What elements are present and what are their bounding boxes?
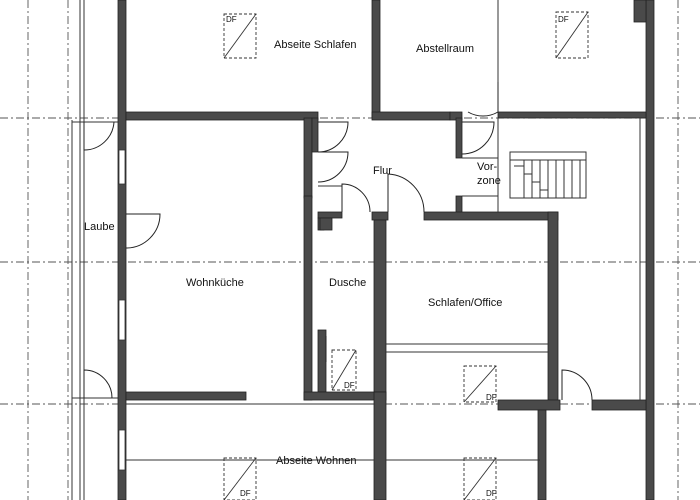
windows xyxy=(118,149,126,471)
room-abseite-schlafen: Abseite Schlafen xyxy=(274,39,357,51)
walls xyxy=(117,0,655,500)
room-dusche: Dusche xyxy=(329,277,366,289)
df-label-6: DF xyxy=(486,489,497,498)
laube-outline xyxy=(71,0,118,500)
skylight-2 xyxy=(555,11,589,59)
df-label-2: DF xyxy=(558,15,569,24)
room-abstellraum: Abstellraum xyxy=(416,43,474,55)
skylight-6 xyxy=(463,457,497,500)
skylight-4 xyxy=(463,365,497,403)
df-label-4: DF xyxy=(486,393,497,402)
room-flur: Flur xyxy=(373,165,392,177)
room-wohnkueche: Wohnküche xyxy=(186,277,244,289)
doors xyxy=(83,82,593,401)
skylight-3 xyxy=(331,349,357,391)
skylight-1 xyxy=(223,13,257,59)
df-label-3: DF xyxy=(344,381,355,390)
room-abseite-wohnen: Abseite Wohnen xyxy=(276,455,357,467)
room-laube: Laube xyxy=(84,221,115,233)
room-vorzone-line1: Vor- xyxy=(477,161,498,173)
staircase xyxy=(509,151,587,199)
df-label-5: DF xyxy=(240,489,251,498)
skylights xyxy=(223,11,589,500)
skylight-5 xyxy=(223,457,257,500)
df-label-1: DF xyxy=(226,15,237,24)
room-schlafen-office: Schlafen/Office xyxy=(428,297,502,309)
room-vorzone-line2: zone xyxy=(477,175,501,187)
